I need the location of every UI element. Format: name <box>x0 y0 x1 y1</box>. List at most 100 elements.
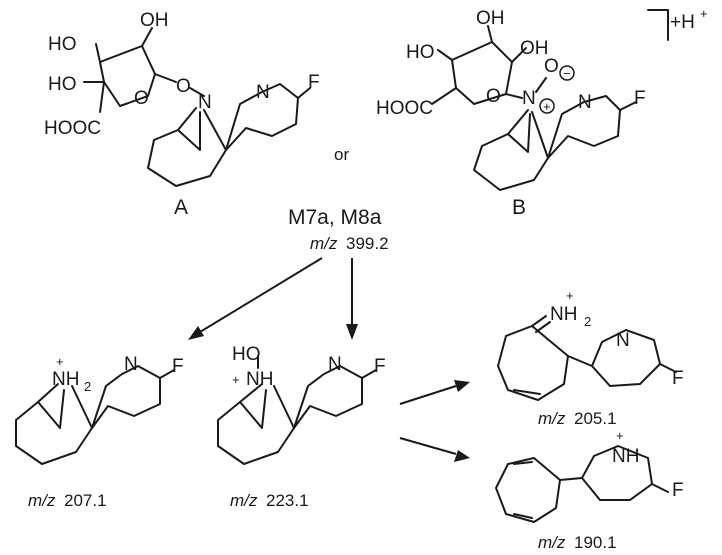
arrow-to-190 <box>399 437 457 455</box>
structure-a-n-o-bond <box>189 87 205 97</box>
structure-a-link-o-atom: O <box>176 76 191 97</box>
structure-b: OH HO OH O O N N F HOOC − + +H + B <box>376 6 708 219</box>
parent-name: M7a, M8a <box>288 206 382 229</box>
product-190-double-bond <box>513 461 533 465</box>
structure-a-ring-o-atom: O <box>134 88 149 109</box>
product-223-pyridine-n: N <box>328 354 342 375</box>
structure-b-plus-symbol: + <box>543 99 551 114</box>
product-223-bridge <box>239 389 267 429</box>
product-223-plus: + <box>232 372 240 387</box>
structure-a-cooh-group: HOOC <box>44 118 101 139</box>
structure-a-oh-bond <box>141 27 153 47</box>
product-190-c-f-bond <box>651 483 669 493</box>
structure-b-ring-o-atom: O <box>486 86 501 107</box>
product-223-pyridine <box>293 365 363 429</box>
structure-b-f-atom: F <box>634 88 646 109</box>
structure-b-charge-bracket <box>647 9 669 41</box>
structure-b-oxide-o-atom: O <box>544 56 559 77</box>
product-205-sub2: 2 <box>584 314 591 329</box>
structure-a-label: A <box>174 196 188 219</box>
structure-a-c-f-bond <box>297 87 311 99</box>
product-223: HO + NH N F m/z 223.1 <box>217 344 386 510</box>
product-205-c-n-double-bond <box>531 315 547 327</box>
structure-b-glucuronide-ring <box>451 41 513 105</box>
structure-a-ho-atom: HO <box>48 74 77 95</box>
structure-b-oh-atom: OH <box>476 8 505 29</box>
structure-b-oh-atom: OH <box>520 38 549 59</box>
product-207-sub2: 2 <box>84 379 91 394</box>
product-223-c-f-bond <box>361 369 377 379</box>
structure-b-carboxyl-bond <box>431 87 457 105</box>
product-223-mz-prefix: m/z <box>230 491 258 510</box>
product-205-c-f-bond <box>659 363 677 373</box>
structure-b-n-atom: N <box>522 88 536 109</box>
product-205-plus: + <box>566 288 574 303</box>
product-207-amine: NH <box>52 369 79 390</box>
structure-a-ho-atom: HO <box>48 34 77 55</box>
structure-b-minus-charge <box>559 65 575 81</box>
parent-mz-prefix: m/z <box>310 234 338 253</box>
product-205-mz-value: 205.1 <box>574 409 617 428</box>
product-223-nh: NH <box>246 369 273 390</box>
structure-b-tropane <box>473 109 549 191</box>
product-190-nh: NH <box>612 446 639 467</box>
structure-a-tropane <box>147 107 227 187</box>
arrowhead-to-223 <box>346 324 358 340</box>
product-205-f: F <box>672 368 684 389</box>
product-207-pyridine-n: N <box>124 354 138 375</box>
structure-b-c-f-bond <box>619 101 637 111</box>
structure-b-n-oxide-bond <box>535 77 547 93</box>
structure-b-charge-sup: + <box>700 6 708 21</box>
product-207-pyridine <box>91 365 161 429</box>
product-205-mz-prefix: m/z <box>538 409 566 428</box>
structure-a-bridge <box>177 111 201 151</box>
structure-b-oh-bond <box>437 49 453 61</box>
product-190-double-bond <box>513 513 533 519</box>
structure-a: HO OH HO O O N N F HOOC A <box>44 10 320 219</box>
or-text: or <box>334 145 349 164</box>
structure-a-carboxyl-bond <box>99 81 105 113</box>
arrowhead-to-207 <box>188 326 204 340</box>
product-205-iminium: NH <box>550 304 577 325</box>
product-190-plus: + <box>616 428 624 443</box>
product-205: + NH 2 N F m/z 205.1 <box>497 288 684 428</box>
structure-a-oh-atom: OH <box>140 10 169 31</box>
structure-b-label: B <box>512 196 526 219</box>
product-207-c-f-bond <box>159 369 175 379</box>
structure-a-pyridine-n-atom: N <box>256 82 270 103</box>
product-205-aryl-bond <box>567 355 593 367</box>
product-207-tropane <box>15 383 93 465</box>
structure-b-ho-atom: HO <box>406 42 435 63</box>
structure-b-plus-charge <box>539 98 555 114</box>
product-190-cycloheptatriene <box>495 457 561 523</box>
arrowhead-to-205 <box>454 380 470 392</box>
product-190-aryl-bond <box>559 477 583 481</box>
product-207-plus: + <box>56 354 64 369</box>
product-223-mz-value: 223.1 <box>266 491 309 510</box>
arrow-to-207 <box>199 257 323 333</box>
structure-a-n-atom: N <box>198 92 212 113</box>
product-205-pyridine-n: N <box>616 330 630 351</box>
product-205-cycloheptene <box>497 325 569 401</box>
product-223-ho: HO <box>232 344 261 365</box>
structure-b-oh-bond <box>487 25 493 43</box>
product-207-bridge <box>37 389 65 429</box>
product-207-mz-value: 207.1 <box>64 491 107 510</box>
product-190: + NH F m/z 190.1 <box>495 428 684 552</box>
structure-b-cooh-group: HOOC <box>376 98 433 119</box>
parent-mz-value: 399.2 <box>346 234 389 253</box>
product-190-f: F <box>672 480 684 501</box>
structure-a-f-atom: F <box>308 72 320 93</box>
structure-b-charge-note: +H <box>670 12 695 33</box>
product-205-pyridine <box>591 329 661 387</box>
structure-b-pyridine-n-atom: N <box>578 92 592 113</box>
product-190-mz-prefix: m/z <box>538 533 566 552</box>
product-223-tropane <box>217 383 295 465</box>
product-223-f: F <box>374 356 386 377</box>
product-207: + NH 2 N F m/z 207.1 <box>15 354 184 510</box>
product-205-ring-double-bond <box>513 389 541 395</box>
product-207-f: F <box>172 356 184 377</box>
product-205-c-n-double-bond-2 <box>535 321 551 333</box>
parent-ion: M7a, M8a m/z 399.2 <box>288 206 389 253</box>
